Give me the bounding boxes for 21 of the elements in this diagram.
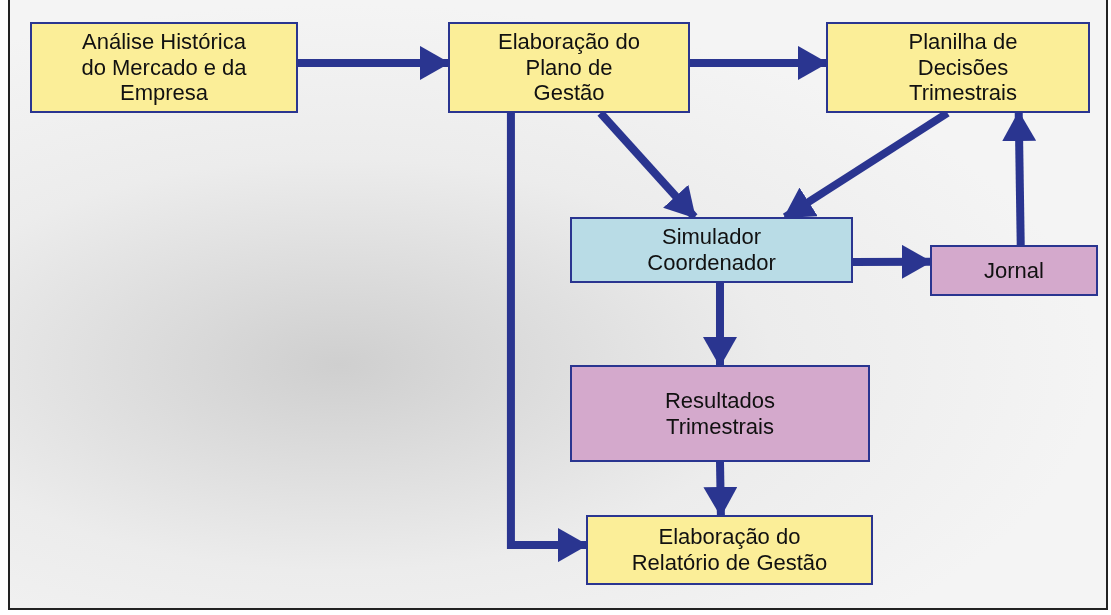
process-box xyxy=(30,22,298,113)
output-box xyxy=(570,365,870,462)
box-label: Planilha de Decisões Trimestrais xyxy=(907,28,1019,107)
arrow xyxy=(690,45,828,80)
arrow xyxy=(703,283,737,367)
process-box xyxy=(586,515,873,585)
box-label: Elaboração do Relatório de Gestão xyxy=(630,524,829,576)
arrow xyxy=(1002,111,1037,246)
box-label: Simulador Coordenador xyxy=(646,224,777,276)
box-label: Análise Histórica do Mercado e da Empresa xyxy=(80,28,248,107)
box-label: Jornal xyxy=(984,257,1044,284)
arrow xyxy=(506,113,588,563)
arrow xyxy=(298,45,450,80)
process-box xyxy=(448,22,690,113)
process-box xyxy=(826,22,1090,113)
box-label: Elaboração do Plano de Gestão xyxy=(497,28,641,107)
simulator-box xyxy=(570,217,853,283)
output-box xyxy=(930,245,1098,296)
arrow xyxy=(703,461,738,517)
arrow xyxy=(853,244,932,279)
box-label: Resultados Trimestrais xyxy=(663,387,777,440)
